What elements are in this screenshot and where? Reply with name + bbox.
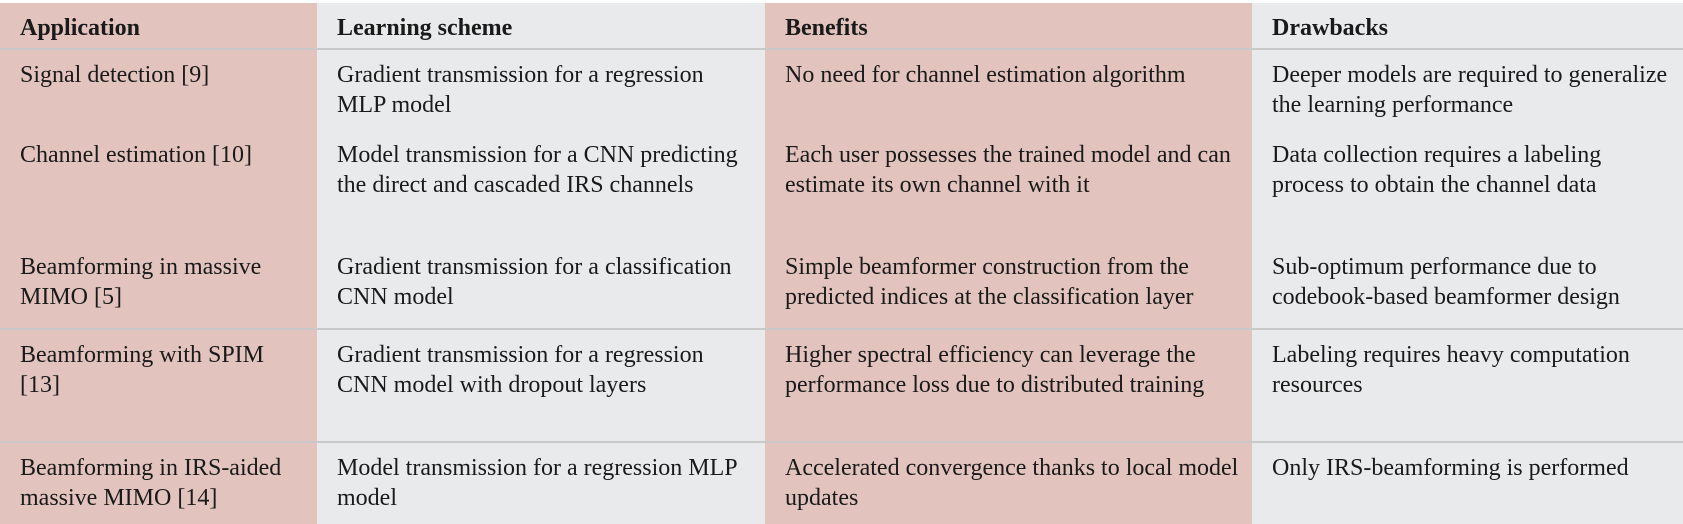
table-row: Signal detection [9] Gradient transmissi… (0, 49, 1683, 130)
cell-drawbacks: Data collection requires a labeling proc… (1252, 130, 1683, 242)
cell-benefits: Each user possesses the trained model an… (765, 130, 1252, 242)
cell-learning-scheme: Gradient transmission for a regression M… (317, 49, 765, 130)
header-benefits: Benefits (765, 3, 1252, 50)
table-row: Beamforming with SPIM [13] Gradient tran… (0, 328, 1683, 442)
cell-application: Channel estimation [10] (0, 130, 317, 242)
cell-application: Signal detection [9] (0, 49, 317, 130)
table-row: Beamforming in massive MIMO [5] Gradient… (0, 242, 1683, 329)
table-row: Beamforming in IRS-aided massive MIMO [1… (0, 441, 1683, 524)
cell-benefits: Simple beamformer construction from the … (765, 242, 1252, 329)
cell-benefits: No need for channel estimation algorithm (765, 49, 1252, 130)
cell-application: Beamforming in massive MIMO [5] (0, 242, 317, 329)
cell-benefits: Accelerated convergence thanks to local … (765, 441, 1252, 524)
header-application: Application (0, 3, 317, 50)
cell-learning-scheme: Model transmission for a regression MLP … (317, 441, 765, 524)
cell-learning-scheme: Gradient transmission for a classificati… (317, 242, 765, 329)
cell-application: Beamforming in IRS-aided massive MIMO [1… (0, 441, 317, 524)
cell-benefits: Higher spectral efficiency can leverage … (765, 328, 1252, 442)
cell-drawbacks: Only IRS-beamforming is performed (1252, 441, 1683, 524)
cell-drawbacks: Labeling requires heavy computation reso… (1252, 328, 1683, 442)
cell-learning-scheme: Model transmission for a CNN predicting … (317, 130, 765, 242)
cell-application: Beamforming with SPIM [13] (0, 328, 317, 442)
header-learning-scheme: Learning scheme (317, 3, 765, 50)
table-header-row: Application Learning scheme Benefits Dra… (0, 3, 1683, 50)
cell-learning-scheme: Gradient transmission for a regression C… (317, 328, 765, 442)
table-row: Channel estimation [10] Model transmissi… (0, 130, 1683, 242)
cell-drawbacks: Sub-optimum performance due to codebook-… (1252, 242, 1683, 329)
comparison-table: Application Learning scheme Benefits Dra… (0, 3, 1683, 524)
header-drawbacks: Drawbacks (1252, 3, 1683, 50)
cell-drawbacks: Deeper models are required to generalize… (1252, 49, 1683, 130)
